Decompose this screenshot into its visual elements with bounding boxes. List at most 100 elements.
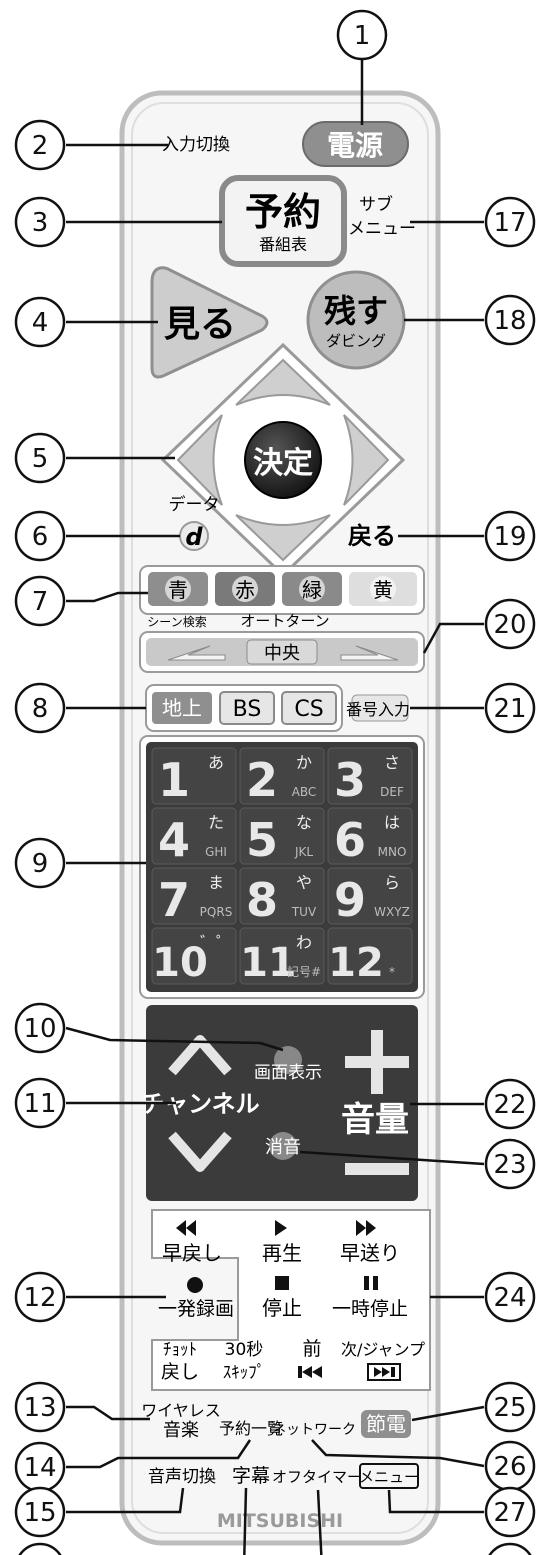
callout-circle	[484, 1078, 536, 1130]
callout-number: 25	[493, 1393, 526, 1423]
skip-label-1[interactable]: 30秒	[225, 1340, 264, 1360]
volume-minus-icon[interactable]	[345, 1163, 409, 1175]
cs-button[interactable]	[281, 691, 337, 725]
dpad-down-button[interactable]	[235, 514, 331, 562]
callout-20: 20	[484, 598, 536, 650]
keypad-sub: DEF	[380, 785, 404, 799]
keypad-kana: や	[296, 873, 312, 892]
keypad-number: 9	[334, 873, 366, 927]
play-icon[interactable]	[275, 1220, 287, 1236]
chijo-label: 地上	[162, 696, 202, 720]
volume-plus-bar	[345, 1056, 409, 1068]
leader-27	[387, 1489, 484, 1514]
keypad-kana: ら	[384, 873, 400, 892]
dpad-left-button[interactable]	[176, 414, 223, 506]
jimaku-label[interactable]: 字幕	[232, 1465, 270, 1487]
center-button[interactable]	[246, 639, 318, 665]
dpad-up-button[interactable]	[235, 358, 331, 406]
wireless-label-1[interactable]: ワイヤレス	[141, 1401, 221, 1420]
keypad-kana: な	[296, 813, 312, 832]
callout-21: 21	[484, 682, 536, 734]
callout-number: 26	[493, 1452, 526, 1482]
gamen-hyoji-button[interactable]	[274, 1046, 302, 1074]
leader-20	[422, 622, 484, 654]
keypad-number: 6	[334, 813, 366, 867]
channel-down-icon[interactable]	[168, 1131, 232, 1172]
dpad-right-button[interactable]	[343, 414, 390, 506]
network-label[interactable]: ネットワーク	[272, 1422, 356, 1438]
kettei-button[interactable]	[244, 421, 322, 499]
keypad-kana: は	[384, 813, 400, 832]
bs-label: BS	[233, 697, 262, 722]
sub-menu-label-2[interactable]: メニュー	[348, 219, 416, 239]
callout-number: 10	[23, 1014, 56, 1044]
shoon-button[interactable]	[269, 1132, 297, 1160]
ippatsu-rokuga-label: 一発録画	[158, 1298, 234, 1320]
callout-circle	[14, 1381, 66, 1433]
power-button[interactable]	[302, 121, 409, 167]
rewind-icon[interactable]	[176, 1220, 196, 1236]
nokosu-label: 残す	[324, 292, 388, 330]
leader-10	[65, 1026, 284, 1052]
mae-label[interactable]: 前	[302, 1338, 321, 1360]
keypad-key-10[interactable]: 10゛゜	[151, 927, 237, 986]
modoru-label[interactable]: 戻る	[348, 522, 396, 550]
keypad-kana: か	[296, 753, 312, 772]
callout-3: 3	[14, 196, 66, 248]
keypad-key-12[interactable]: 12*	[327, 927, 413, 986]
chotto-label-1[interactable]: ﾁｮｯﾄ	[163, 1340, 197, 1360]
callout-number: 6	[32, 522, 49, 552]
blue-dot-icon	[165, 576, 191, 602]
callout-number: 3	[32, 208, 49, 238]
menu-button[interactable]	[359, 1463, 419, 1489]
pause-icon[interactable]	[364, 1276, 378, 1290]
fast-forward-icon[interactable]	[356, 1220, 376, 1236]
power-label: 電源	[327, 129, 383, 162]
channel-up-icon[interactable]	[168, 1035, 232, 1076]
next-icon-arrows	[374, 1367, 395, 1377]
callout-circle	[14, 119, 66, 171]
next-jump-label[interactable]: 次/ジャンプ	[341, 1340, 425, 1359]
turn-right-icon[interactable]	[340, 645, 399, 661]
callout-circle	[14, 682, 66, 734]
callout-11: 11	[14, 1077, 66, 1129]
keypad-sub: MNO	[378, 845, 407, 859]
stop-icon[interactable]	[275, 1276, 289, 1290]
leader-28	[316, 1489, 323, 1555]
callout-10: 10	[14, 1002, 66, 1054]
setsuden-button[interactable]	[361, 1410, 411, 1438]
green-dot-icon	[299, 576, 325, 602]
onsei-kirikae-label[interactable]: 音声切換	[148, 1467, 216, 1487]
green-label: 緑	[302, 578, 322, 602]
bs-button[interactable]	[219, 691, 275, 725]
input-switch-label[interactable]: 入力切換	[162, 135, 230, 155]
hayamodoshi-label: 早戻し	[162, 1241, 222, 1265]
turn-left-icon[interactable]	[167, 645, 226, 661]
callout-circle	[14, 196, 66, 248]
record-icon[interactable]	[187, 1277, 203, 1293]
callout-number: 15	[23, 1498, 56, 1528]
keypad-number: 7	[158, 873, 190, 927]
miru-button[interactable]	[150, 266, 269, 379]
bango-nyuryoku-button[interactable]	[351, 694, 409, 722]
keypad-kana: さ	[384, 753, 400, 772]
callout-6: 6	[14, 510, 66, 562]
chijo-button[interactable]	[152, 692, 212, 724]
sub-menu-label-1[interactable]: サブ	[359, 194, 393, 215]
callout-circle	[14, 296, 66, 348]
off-timer-label[interactable]: オフタイマー	[272, 1468, 362, 1486]
yoyaku-ichiran-label[interactable]: 予約一覧	[219, 1419, 283, 1438]
callout-27: 27	[484, 1486, 536, 1538]
leader-14	[66, 1439, 252, 1469]
